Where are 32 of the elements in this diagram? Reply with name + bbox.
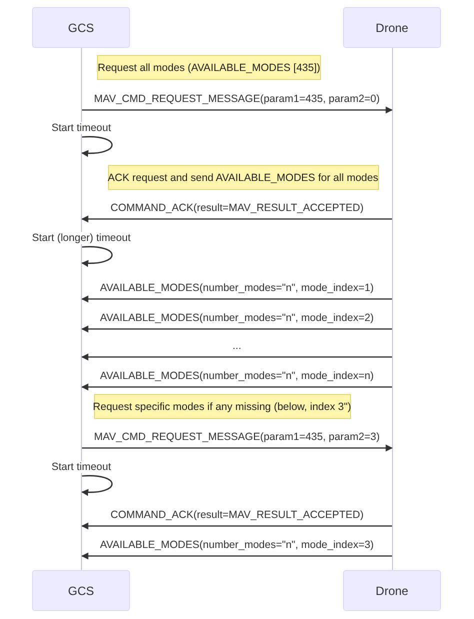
- self-loop-arrow: [81, 136, 112, 157]
- participant-box: GCS: [32, 7, 130, 48]
- participant-box: Drone: [343, 570, 441, 611]
- edge-label: AVAILABLE_MODES(number_modes="n", mode_index=2): [99, 312, 375, 324]
- participant-box: GCS: [32, 570, 130, 611]
- edge-label: COMMAND_ACK(result=MAV_RESULT_ACCEPTED): [110, 202, 365, 214]
- edge-label: COMMAND_ACK(result=MAV_RESULT_ACCEPTED): [110, 509, 365, 521]
- note-box: ACK request and send AVAILABLE_MODES for all modes: [108, 165, 378, 190]
- lifeline: [392, 48, 393, 570]
- edge-label: AVAILABLE_MODES(number_modes="n", mode_index=n): [99, 370, 375, 382]
- edge-label: Start timeout: [50, 461, 112, 473]
- edge-label: MAV_CMD_REQUEST_MESSAGE(param1=435, param2=0): [93, 93, 381, 105]
- edge-label: Start timeout: [50, 122, 112, 134]
- message-arrow: [81, 296, 392, 302]
- message-arrow: [82, 106, 393, 114]
- participant-box: Drone: [343, 7, 441, 48]
- self-loop-arrow: [81, 475, 112, 496]
- message-arrow: [81, 216, 392, 222]
- edge-label: MAV_CMD_REQUEST_MESSAGE(param1=435, param2=3): [93, 431, 381, 443]
- edge-label: AVAILABLE_MODES(number_modes="n", mode_index=3): [99, 539, 375, 551]
- note-box: Request specific modes if any missing (below, index 3"): [94, 394, 350, 419]
- edge-label: AVAILABLE_MODES(number_modes="n", mode_index=1): [99, 282, 375, 294]
- message-arrow: [81, 384, 392, 390]
- note-box: Request all modes (AVAILABLE_MODES [435]): [97, 55, 321, 80]
- message-arrow: [81, 326, 392, 332]
- message-arrow: [81, 522, 392, 530]
- self-loop-arrow: [81, 246, 112, 267]
- lifeline: [81, 48, 82, 570]
- edge-label: Start (longer) timeout: [31, 232, 132, 244]
- message-arrow: [81, 354, 392, 360]
- message-arrow: [81, 552, 392, 560]
- message-arrow: [82, 444, 393, 452]
